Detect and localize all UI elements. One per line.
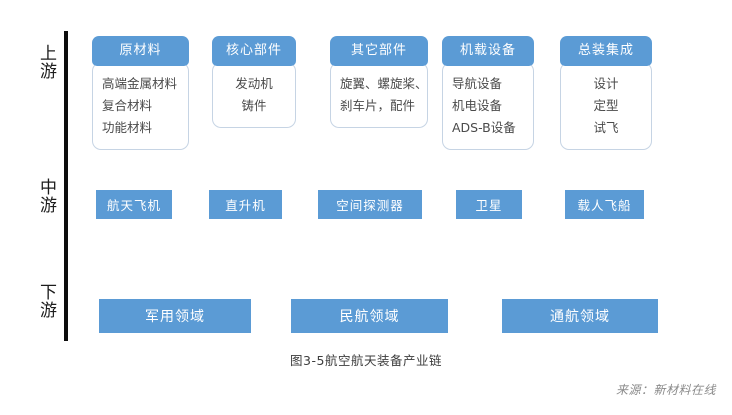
midstream-box-space-probe: 空间探测器: [318, 190, 422, 219]
card-body: 高端金属材料 复合材料 功能材料: [92, 62, 189, 150]
upstream-card-airborne-equipment: 机载设备 导航设备 机电设备 ADS-B设备: [442, 36, 534, 150]
card-item: 发动机: [235, 76, 273, 91]
card-body: 旋翼、螺旋桨、 刹车片，配件: [330, 62, 428, 128]
card-title: 总装集成: [560, 36, 652, 66]
upstream-card-core-components: 核心部件 发动机 铸件: [212, 36, 296, 128]
tier-label-midstream: 中游: [36, 178, 56, 214]
upstream-card-final-assembly: 总装集成 设计 定型 试飞: [560, 36, 652, 150]
upstream-card-raw-materials: 原材料 高端金属材料 复合材料 功能材料: [92, 36, 189, 150]
card-item: 旋翼、螺旋桨、: [340, 76, 428, 91]
card-title: 核心部件: [212, 36, 296, 66]
figure-caption: 图3-5航空航天装备产业链: [290, 353, 442, 368]
card-body: 导航设备 机电设备 ADS-B设备: [442, 62, 534, 150]
midstream-box-satellite: 卫星: [456, 190, 522, 219]
card-item: 刹车片，配件: [340, 98, 416, 113]
vertical-axis-line: [64, 31, 68, 341]
card-title: 原材料: [92, 36, 189, 66]
card-item: 导航设备: [452, 76, 503, 91]
card-item: 复合材料: [102, 98, 153, 113]
card-item: 功能材料: [102, 120, 153, 135]
tier-label-downstream: 下游: [36, 283, 56, 319]
card-item: 定型: [593, 98, 619, 113]
card-item: ADS-B设备: [452, 120, 516, 135]
card-body: 设计 定型 试飞: [560, 62, 652, 150]
midstream-box-manned-spacecraft: 载人飞船: [565, 190, 644, 219]
tier-label-upstream: 上游: [36, 44, 56, 80]
downstream-box-civil-aviation: 民航领域: [291, 299, 448, 333]
midstream-box-space-shuttle: 航天飞机: [96, 190, 172, 219]
card-body: 发动机 铸件: [212, 62, 296, 128]
downstream-box-military: 军用领域: [99, 299, 251, 333]
card-item: 试飞: [593, 120, 619, 135]
upstream-card-other-components: 其它部件 旋翼、螺旋桨、 刹车片，配件: [330, 36, 428, 128]
source-attribution: 来源：新材料在线: [615, 383, 716, 397]
card-item: 高端金属材料: [102, 76, 178, 91]
card-item: 机电设备: [452, 98, 503, 113]
midstream-box-helicopter: 直升机: [209, 190, 282, 219]
card-item: 铸件: [241, 98, 267, 113]
card-item: 设计: [593, 76, 619, 91]
card-title: 其它部件: [330, 36, 428, 66]
downstream-box-general-aviation: 通航领域: [502, 299, 658, 333]
card-title: 机载设备: [442, 36, 534, 66]
